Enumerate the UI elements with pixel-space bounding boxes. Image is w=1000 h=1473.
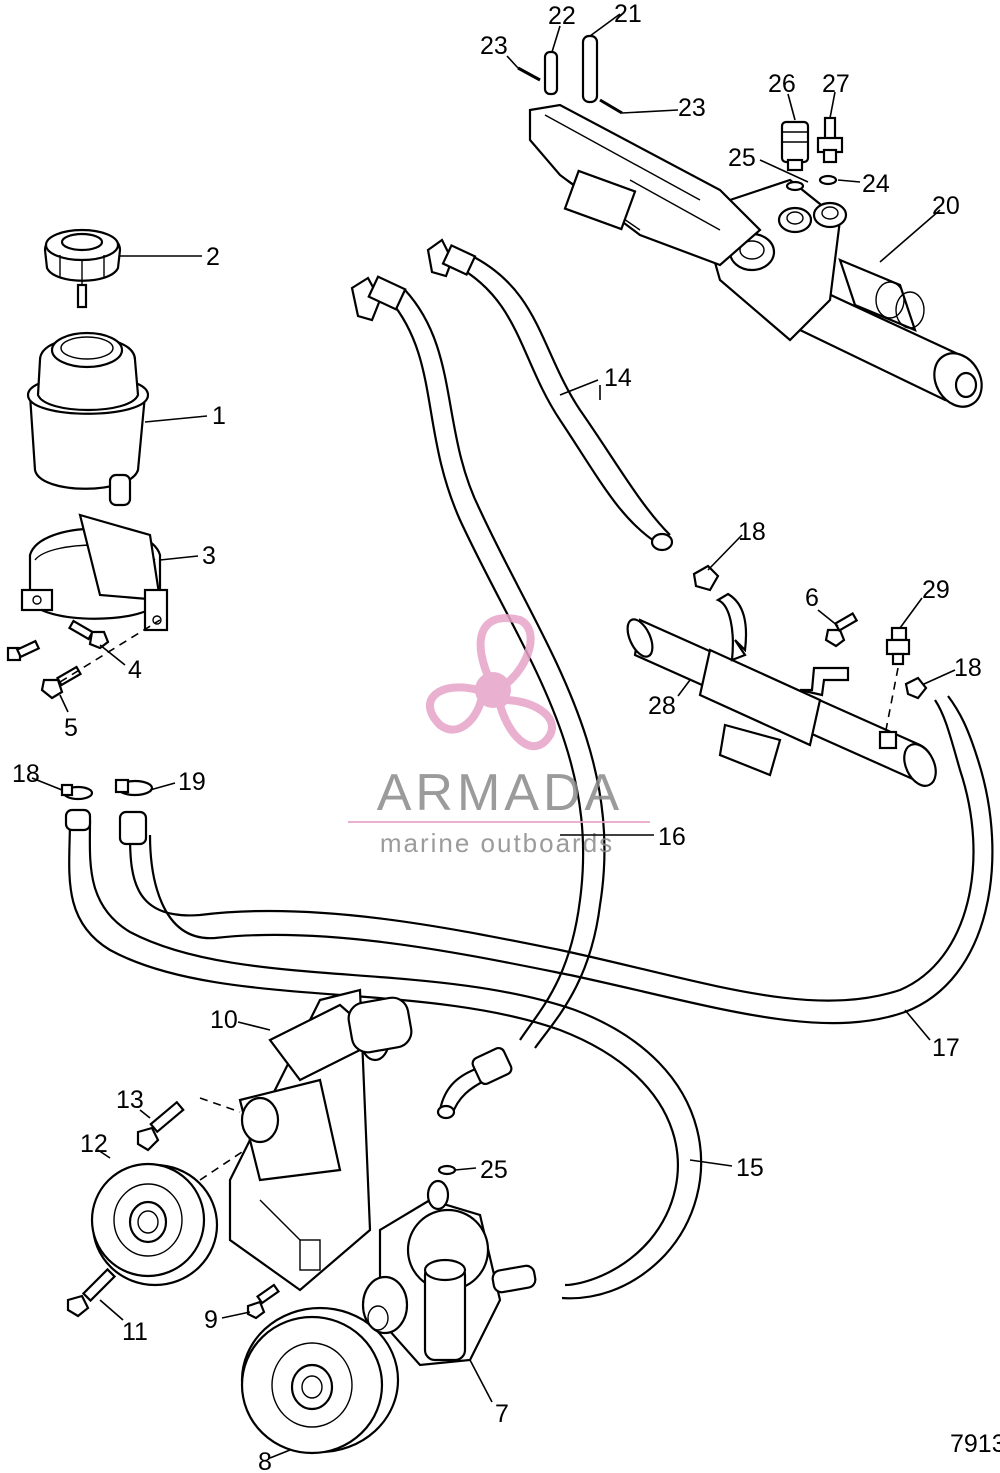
- callout-19: 19: [178, 768, 206, 796]
- callout-1: 1: [212, 402, 226, 430]
- armada-watermark: ARMADA marine outboards: [348, 614, 650, 858]
- callout-28: 28: [648, 692, 676, 720]
- figure-id: 7913: [950, 1430, 1000, 1458]
- bolt-11: [66, 1267, 117, 1318]
- callout-23-right: 23: [678, 94, 706, 122]
- hose-15: [68, 819, 679, 1287]
- clamp-18-mid: [692, 564, 720, 592]
- reservoir-assembly: [6, 228, 169, 700]
- callout-12: 12: [80, 1130, 108, 1158]
- fitting-27: [816, 116, 844, 164]
- callout-27: 27: [822, 70, 850, 98]
- o-ring-24: [818, 174, 838, 186]
- callout-6: 6: [805, 584, 819, 612]
- pump-hose-fitting: [436, 1047, 513, 1120]
- callouts: 1 2 3 4 5 6 7 8 9 10 11 12 13 14 15 16 1…: [12, 0, 982, 1473]
- callout-18-left: 18: [12, 760, 40, 788]
- watermark-brand: ARMADA: [377, 764, 623, 822]
- bolt-13: [136, 1100, 185, 1152]
- callout-15: 15: [736, 1154, 764, 1182]
- reservoir-bracket: [20, 513, 169, 632]
- clamp-19: [114, 778, 154, 797]
- callout-7: 7: [495, 1400, 509, 1428]
- bolt-5: [40, 665, 83, 700]
- callout-26: 26: [768, 70, 796, 98]
- leader-lines: [31, 13, 956, 1459]
- callout-5: 5: [64, 714, 78, 742]
- callout-13: 13: [116, 1086, 144, 1114]
- hose-17: [128, 699, 975, 1002]
- bolt-9: [246, 1283, 281, 1320]
- callout-18-mid: 18: [738, 518, 766, 546]
- clamp-18-left: [60, 783, 94, 801]
- callout-2: 2: [206, 243, 220, 271]
- callout-3: 3: [202, 542, 216, 570]
- o-ring-25-lower: [437, 1164, 457, 1176]
- callout-14: 14: [604, 364, 632, 392]
- cotter-pin-23: [517, 66, 541, 82]
- drive-pulley-8: [240, 1306, 400, 1455]
- fitting-26: [780, 120, 810, 172]
- bolt-4: [67, 619, 110, 650]
- callout-11: 11: [122, 1318, 148, 1346]
- hose-fitting-upper: [350, 238, 477, 322]
- clamp-18-right: [904, 676, 928, 700]
- callout-17: 17: [932, 1034, 960, 1062]
- power-steering-pump-7: [361, 1179, 537, 1367]
- callout-9: 9: [204, 1306, 218, 1334]
- idler-pulley-12: [90, 1162, 219, 1287]
- cotter-pin-23b: [599, 98, 623, 115]
- hose-14: [454, 264, 661, 546]
- callout-24: 24: [862, 170, 890, 198]
- steering-actuator: [517, 34, 983, 408]
- pump-bracket-10: [228, 988, 413, 1292]
- callout-8: 8: [258, 1448, 272, 1473]
- pin-22: [543, 50, 559, 96]
- callout-18-right: 18: [954, 654, 982, 682]
- temperature-sensor-29: [885, 626, 911, 666]
- callout-10: 10: [210, 1006, 238, 1034]
- pin-21: [581, 34, 599, 104]
- hose-16: [389, 299, 585, 1041]
- fluid-cooler: [626, 592, 937, 787]
- callout-22: 22: [548, 2, 576, 30]
- propeller-logo: [426, 614, 556, 751]
- callout-25-upper: 25: [728, 144, 756, 172]
- callout-16: 16: [658, 823, 686, 851]
- callout-23-left: 23: [480, 32, 508, 60]
- reservoir-cap: [43, 228, 122, 309]
- bolt-6: [824, 612, 859, 648]
- bolt-4b: [6, 639, 41, 662]
- callout-21: 21: [614, 0, 642, 28]
- callout-25-lower: 25: [480, 1156, 508, 1184]
- reservoir: [26, 331, 150, 507]
- callout-20: 20: [932, 192, 960, 220]
- watermark-tagline: marine outboards: [380, 828, 614, 858]
- callout-4: 4: [128, 656, 142, 684]
- o-ring-25: [785, 180, 805, 192]
- callout-29: 29: [922, 576, 950, 604]
- hoses: [68, 254, 994, 1300]
